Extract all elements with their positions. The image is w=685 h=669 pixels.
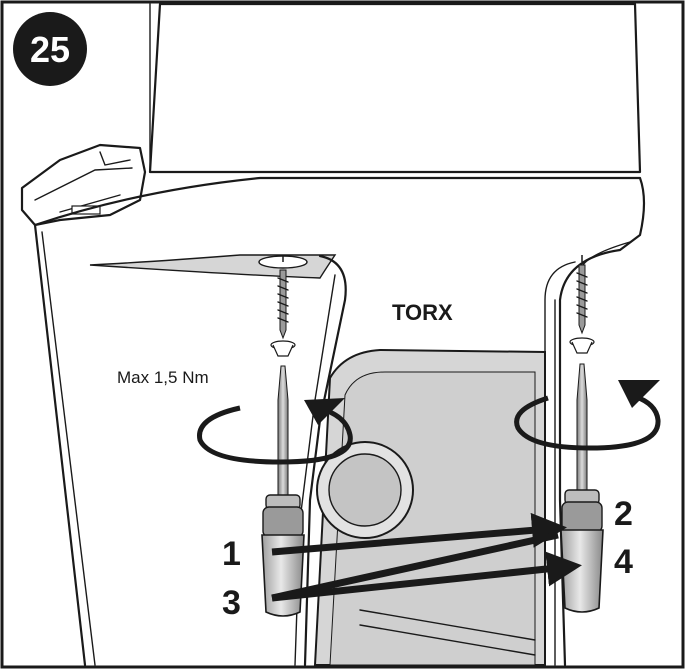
left-screw [277, 255, 289, 340]
left-washer [270, 340, 296, 357]
callout-1: 1 [222, 535, 241, 573]
arrow-1-to-2 [271, 512, 567, 556]
top-cabinet [148, 2, 642, 174]
right-screw [576, 255, 588, 335]
left-rotation-arrow-icon [197, 398, 353, 465]
arrow-2-to-3 [271, 531, 559, 602]
step-badge: 25 [13, 12, 87, 86]
right-washer [569, 337, 595, 354]
step-number: 25 [30, 29, 70, 70]
right-rotation-arrow-icon [514, 380, 661, 451]
callout-2: 2 [614, 495, 633, 533]
right-screwdriver [560, 363, 604, 613]
tool-label: TORX [392, 300, 453, 325]
callout-4: 4 [614, 543, 633, 581]
torque-label: Max 1,5 Nm [117, 368, 209, 387]
sequence-arrows [271, 512, 582, 602]
central-housing [313, 348, 546, 666]
appliance-body [33, 176, 646, 667]
arrow-3-to-4 [271, 551, 582, 602]
callout-3: 3 [222, 584, 241, 622]
